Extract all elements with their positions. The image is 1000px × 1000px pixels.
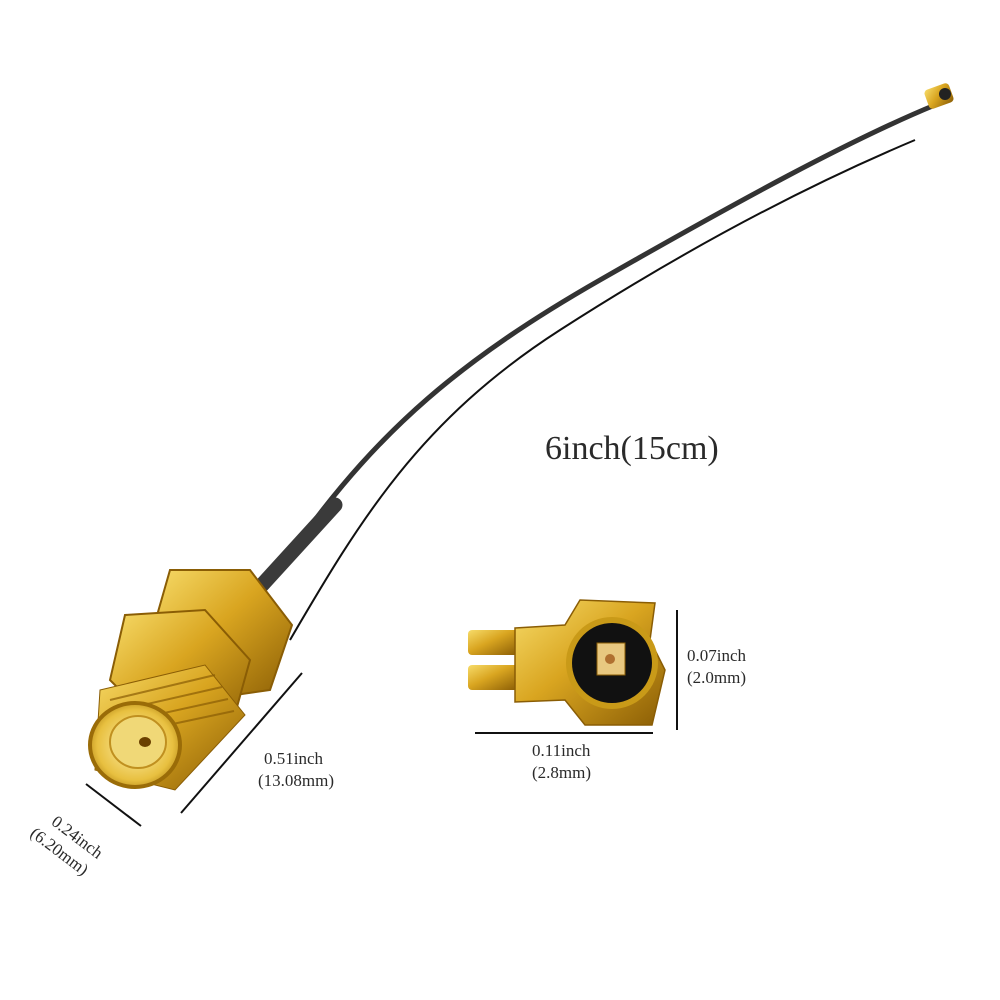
sma-length-label: 0.51inch (13.08mm) — [258, 748, 334, 792]
sma-length-inch: 0.51inch — [264, 749, 324, 768]
cable-length-label: 6inch(15cm) — [545, 430, 719, 467]
sma-length-mm: (13.08mm) — [258, 771, 335, 790]
sma-connector — [88, 569, 294, 791]
sma-length-dimension-line — [180, 672, 303, 814]
sma-diameter-dimension-line — [85, 783, 142, 827]
coax-cable — [297, 102, 936, 542]
ufl-connector-detail — [468, 599, 666, 726]
ufl-height-inch: 0.07inch — [687, 646, 747, 665]
heat-shrink-tube — [254, 497, 343, 593]
ufl-connector-small — [924, 83, 954, 109]
ufl-width-label: 0.11inch (2.8mm) — [532, 740, 591, 784]
ufl-width-mm: (2.8mm) — [532, 763, 592, 782]
ufl-height-label: 0.07inch (2.0mm) — [687, 645, 746, 689]
ufl-height-mm: (2.0mm) — [687, 668, 747, 687]
ufl-width-inch: 0.11inch — [532, 741, 591, 760]
length-dimension-line — [289, 139, 916, 641]
